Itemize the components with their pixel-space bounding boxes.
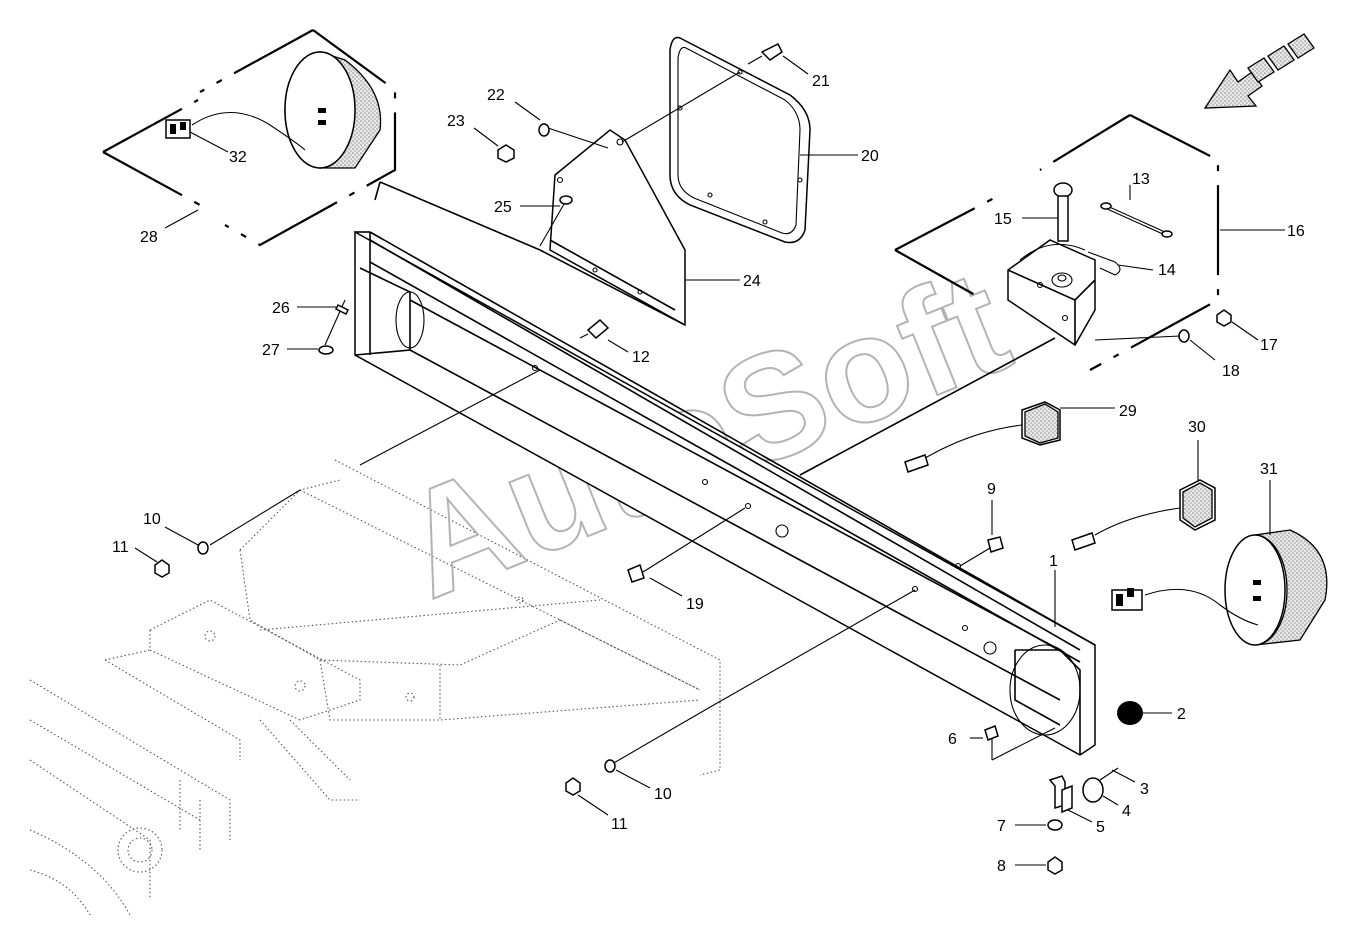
callout-7: 7 — [997, 818, 1006, 835]
washer-10-lower — [604, 759, 616, 773]
callout-11-upper: 11 — [112, 539, 129, 556]
callout-24: 24 — [743, 273, 761, 290]
washer-4 — [1082, 777, 1104, 803]
screw-25 — [539, 195, 573, 247]
callout-18: 18 — [1222, 363, 1240, 380]
gasket-20 — [669, 36, 811, 244]
lamp-30-assembly — [1071, 479, 1216, 551]
detail-box-16 — [894, 114, 1220, 371]
hitch-pin-15 — [1053, 182, 1073, 242]
callout-13: 13 — [1132, 171, 1150, 188]
callout-19: 19 — [686, 596, 704, 613]
screw-12 — [579, 318, 610, 340]
callout-6: 6 — [948, 731, 957, 748]
assembly-line-10d — [711, 589, 916, 707]
washer-10-upper — [197, 541, 209, 555]
callout-20: 20 — [861, 148, 879, 165]
callout-8: 8 — [997, 858, 1006, 875]
clip-27 — [318, 345, 334, 355]
callout-11-lower: 11 — [611, 816, 628, 833]
lamp-32-assembly — [165, 51, 382, 169]
assembly-line-10c — [611, 705, 713, 765]
lamp-31-assembly — [1111, 529, 1328, 646]
washer-18 — [1178, 329, 1190, 343]
callout-3: 3 — [1140, 781, 1149, 798]
callout-21: 21 — [812, 73, 830, 90]
bracket-5 — [1048, 775, 1073, 814]
bolt-6 — [984, 724, 1056, 761]
callout-31: 31 — [1260, 461, 1278, 478]
screw-21 — [747, 42, 783, 65]
nut-11-lower — [565, 777, 581, 796]
assembly-line-21 — [621, 71, 741, 143]
callout-14: 14 — [1158, 262, 1176, 279]
callout-5: 5 — [1096, 819, 1105, 836]
washer-7 — [1047, 819, 1063, 831]
assembly-line-24 — [379, 181, 541, 251]
spring-clip-14 — [1087, 251, 1121, 276]
callout-27: 27 — [262, 342, 280, 359]
cover-plate-24 — [539, 129, 686, 327]
detail-box-28 — [102, 29, 397, 247]
main-crossbeam — [354, 230, 1096, 756]
nut-23 — [497, 144, 515, 163]
callout-22: 22 — [487, 87, 505, 104]
callout-10-lower: 10 — [654, 786, 672, 803]
callout-12: 12 — [632, 349, 650, 366]
assembly-line-bracket — [799, 337, 1056, 476]
callout-25: 25 — [494, 199, 512, 216]
nut-11-upper — [154, 559, 170, 578]
leader-lines — [134, 55, 1285, 866]
lanyard-13 — [1100, 202, 1173, 238]
callout-10-upper: 10 — [143, 511, 161, 528]
callout-28: 28 — [140, 229, 158, 246]
callout-23: 23 — [447, 113, 465, 130]
callout-16: 16 — [1287, 223, 1305, 240]
bolt-19 — [627, 507, 746, 583]
assembly-line-10a — [209, 489, 301, 546]
callout-15: 15 — [994, 211, 1012, 228]
callout-1: 1 — [1049, 553, 1058, 570]
assembly-line-24b — [374, 181, 381, 201]
assembly-line-18 — [1094, 335, 1181, 341]
callout-9: 9 — [987, 481, 996, 498]
bolt-9 — [959, 536, 1004, 567]
assembly-line-10b — [359, 369, 541, 466]
nut-17 — [1216, 309, 1232, 327]
callout-32: 32 — [229, 149, 247, 166]
callout-26: 26 — [272, 300, 290, 317]
callout-4: 4 — [1122, 803, 1131, 820]
pin-26 — [334, 303, 350, 316]
chassis-outline — [29, 459, 721, 916]
nut-8 — [1047, 856, 1063, 875]
lamp-29-assembly — [904, 401, 1061, 473]
callout-labels: 1 2 3 4 5 6 7 8 9 10 10 11 11 12 13 14 1… — [112, 73, 1305, 875]
assembly-line-22 — [547, 127, 609, 149]
pin-3 — [1099, 767, 1119, 781]
callout-30: 30 — [1188, 419, 1206, 436]
forward-travel-arrow-icon — [1203, 33, 1315, 109]
washer-22 — [538, 123, 550, 137]
callout-17: 17 — [1260, 337, 1278, 354]
hitch-bracket-assembly — [1007, 239, 1096, 347]
callout-29: 29 — [1119, 403, 1137, 420]
plug-2 — [1117, 701, 1143, 725]
callout-2: 2 — [1177, 706, 1186, 723]
